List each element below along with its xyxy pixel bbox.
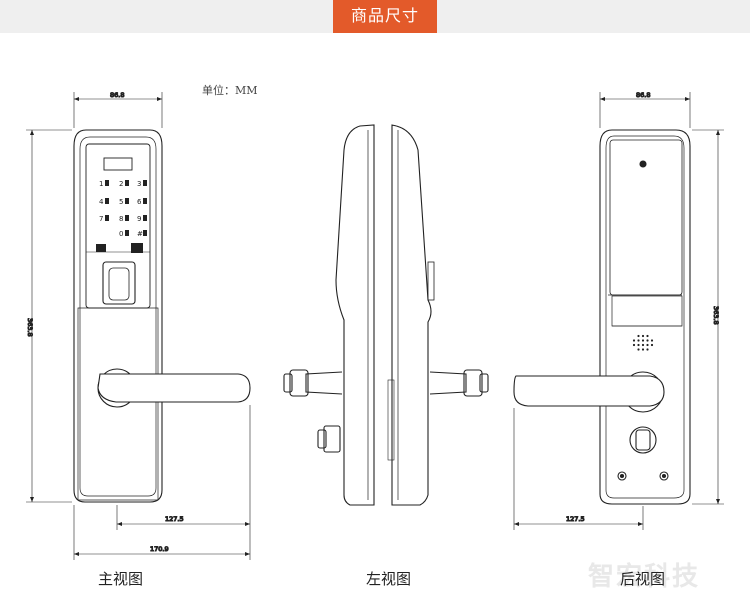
speaker-hole xyxy=(632,339,636,342)
keypad-key: 0 xyxy=(119,230,123,238)
speaker-hole xyxy=(641,343,645,347)
keypad-key: 1 xyxy=(99,180,103,188)
speaker-hole xyxy=(646,348,649,351)
speaker-hole xyxy=(646,339,649,342)
side-view-label: 左视图 xyxy=(366,571,412,588)
keypad-key: 8 xyxy=(119,215,123,223)
speaker-hole xyxy=(641,339,645,342)
keypad-key-mark xyxy=(125,198,129,204)
keypad-key-mark xyxy=(125,180,129,186)
front-width-label: 86.8 xyxy=(110,91,124,99)
section-title: 商品尺寸 xyxy=(333,0,437,33)
keypad-key: 2 xyxy=(119,180,123,188)
keypad-key-mark xyxy=(143,215,147,221)
keypad-key-mark xyxy=(105,215,109,221)
side-view xyxy=(283,124,489,506)
unit-label: 单位：MM xyxy=(202,84,258,97)
keypad-key-mark xyxy=(105,198,109,204)
keypad-key: 3 xyxy=(137,180,141,188)
front-view-label: 主视图 xyxy=(98,571,144,588)
keypad-key: 7 xyxy=(99,215,103,223)
front-height-label: 363.8 xyxy=(26,318,34,337)
back-dimension-arrows xyxy=(514,97,720,526)
keypad-key-mark xyxy=(125,230,129,236)
speaker-hole xyxy=(650,343,654,347)
speaker-hole xyxy=(637,339,640,342)
speaker-hole xyxy=(641,348,645,351)
front-dimension-lines xyxy=(26,92,251,560)
keypad-key: 4 xyxy=(99,198,104,206)
keypad-key-mark xyxy=(143,180,147,186)
front-view xyxy=(73,129,251,503)
speaker-hole xyxy=(637,348,640,351)
back-width-label: 86.8 xyxy=(636,91,650,99)
keypad-key: 6 xyxy=(137,198,142,206)
back-handle-label: 127.5 xyxy=(566,515,585,523)
front-dimension-arrows xyxy=(30,97,250,556)
speaker-hole xyxy=(646,334,649,338)
keypad-key-mark xyxy=(143,198,147,204)
back-height-label: 363.8 xyxy=(712,306,720,325)
speaker-hole xyxy=(632,343,636,347)
speaker-hole xyxy=(641,334,645,338)
keypad-icons xyxy=(96,243,143,253)
keypad-key-mark xyxy=(105,180,109,186)
keypad-key: 5 xyxy=(119,198,123,206)
keypad-key-mark xyxy=(125,215,129,221)
speaker-hole xyxy=(650,339,654,342)
back-view-label: 后视图 xyxy=(620,571,666,588)
back-view xyxy=(513,129,691,505)
back-dimension-lines xyxy=(513,92,724,530)
keypad-grid: 1 2 3 4 5 6 7 8 9 0 # xyxy=(99,180,147,238)
speaker-hole xyxy=(637,334,640,338)
keypad-key-mark xyxy=(143,230,147,236)
speaker-hole xyxy=(646,343,649,347)
front-total-label: 170.9 xyxy=(150,545,169,553)
front-handle-label: 127.5 xyxy=(165,515,184,523)
speaker-hole xyxy=(637,343,640,347)
keypad-key: 9 xyxy=(137,215,141,223)
keypad-key: # xyxy=(137,230,143,238)
watermark: 智宏科技 xyxy=(588,561,701,591)
